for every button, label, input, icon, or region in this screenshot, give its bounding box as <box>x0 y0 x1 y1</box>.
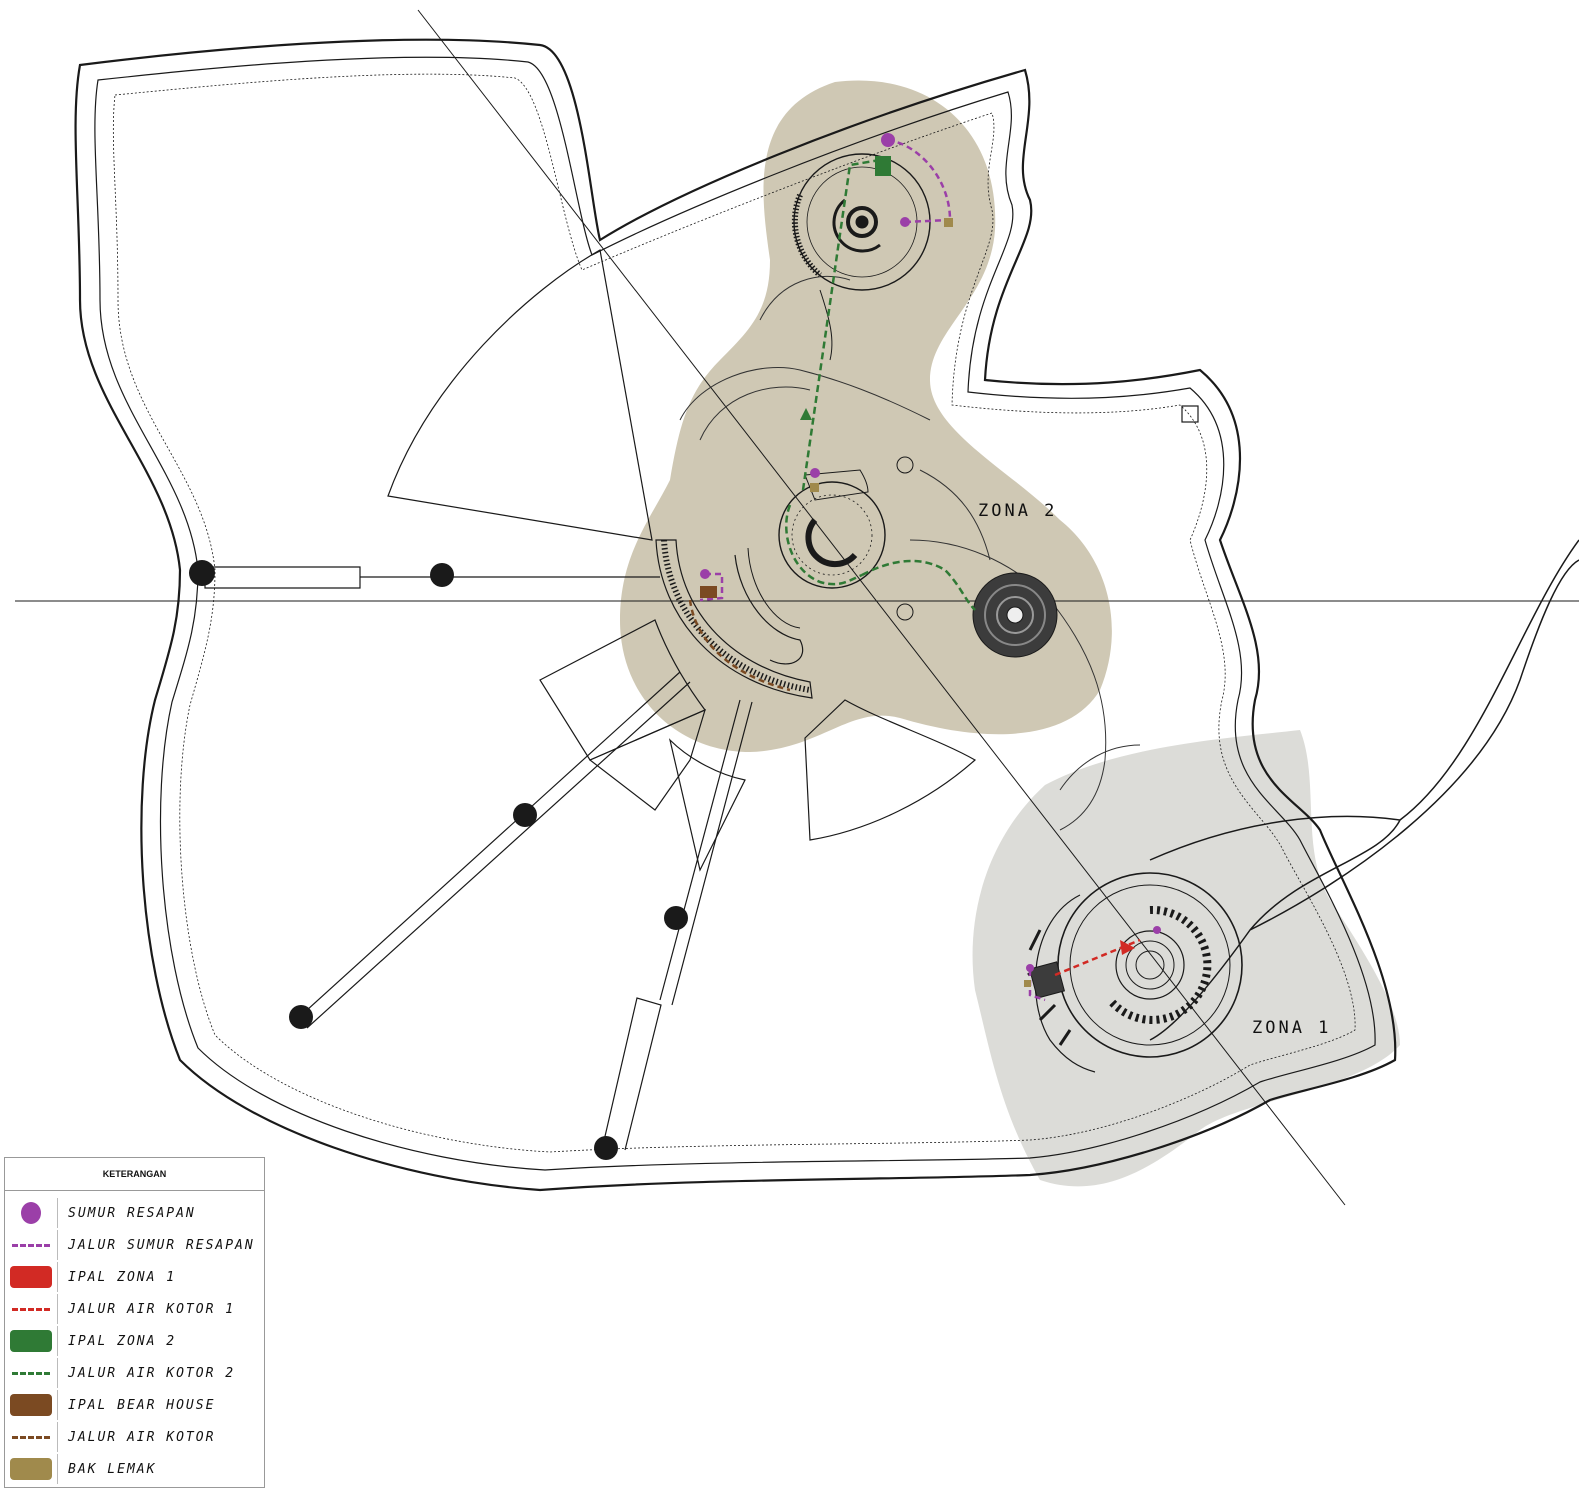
block-swatch <box>10 1330 52 1352</box>
manholes <box>189 560 688 1160</box>
legend-label: JALUR AIR KOTOR 1 <box>68 1301 236 1317</box>
building-zona-2-center <box>778 456 914 621</box>
ipal-zona-1 <box>1120 940 1135 955</box>
block-swatch <box>10 1458 52 1480</box>
legend-symbol <box>5 1390 58 1420</box>
legend-row: JALUR AIR KOTOR 1 <box>5 1294 264 1324</box>
legend-label: BAK LEMAK <box>68 1461 157 1477</box>
legend-label: IPAL ZONA 2 <box>68 1333 177 1349</box>
air-kotor-2-arrow <box>800 408 812 420</box>
legend-label: JALUR AIR KOTOR 2 <box>68 1365 236 1381</box>
zona-1-label: ZONA 1 <box>1252 1018 1331 1038</box>
legend-symbol <box>5 1198 58 1228</box>
dash-swatch <box>12 1307 50 1311</box>
bear-air-kotor-route <box>688 599 791 692</box>
building-zona-1 <box>1027 872 1243 1073</box>
internal-paths <box>679 275 1141 831</box>
small-square-marker <box>1181 405 1199 423</box>
legend-title: KETERANGAN <box>5 1158 264 1191</box>
legend-panel: KETERANGAN SUMUR RESAPAN JALUR SUMUR RESA… <box>4 1157 265 1488</box>
sumur-resapan-routes <box>699 138 1046 1002</box>
legend-symbol <box>5 1230 58 1260</box>
legend-row: JALUR AIR KOTOR <box>5 1422 264 1452</box>
legend-row: JALUR SUMUR RESAPAN <box>5 1230 264 1260</box>
bak-lemak-points <box>810 218 1031 987</box>
legend-symbol <box>5 1294 58 1324</box>
legend-row: IPAL ZONA 1 <box>5 1262 264 1292</box>
block-swatch <box>10 1266 52 1288</box>
legend-label: IPAL ZONA 1 <box>68 1269 177 1285</box>
legend-row: IPAL BEAR HOUSE <box>5 1390 264 1420</box>
dash-swatch <box>12 1371 50 1375</box>
dash-swatch <box>12 1243 50 1247</box>
ipal-zona-2 <box>875 156 891 176</box>
building-zona-2-right <box>972 572 1058 658</box>
legend-label: JALUR AIR KOTOR <box>68 1429 216 1445</box>
air-kotor-2-route <box>785 158 976 611</box>
legend-symbol <box>5 1454 58 1484</box>
site-boundary <box>74 38 1397 1192</box>
legend-row: JALUR AIR KOTOR 2 <box>5 1358 264 1388</box>
legend-label: SUMUR RESAPAN <box>68 1205 196 1221</box>
dot-swatch <box>21 1202 41 1224</box>
legend-row: SUMUR RESAPAN <box>5 1198 264 1228</box>
zona-2-label: ZONA 2 <box>978 501 1057 521</box>
legend-symbol <box>5 1262 58 1292</box>
block-swatch <box>10 1394 52 1416</box>
legend-symbol <box>5 1358 58 1388</box>
entrance-road <box>1149 539 1579 1041</box>
sumur-resapan-points <box>700 133 1161 972</box>
zona-2-area <box>620 80 1112 752</box>
legend-row: BAK LEMAK <box>5 1454 264 1484</box>
legend-row: IPAL ZONA 2 <box>5 1326 264 1356</box>
dash-swatch <box>12 1435 50 1439</box>
ipal-bear-house <box>700 586 717 598</box>
legend-label: JALUR SUMUR RESAPAN <box>68 1237 255 1253</box>
air-kotor-1-route <box>1054 938 1141 977</box>
radial-sectors <box>387 249 977 872</box>
legend-symbol <box>5 1422 58 1452</box>
legend-symbol <box>5 1326 58 1356</box>
bear-house <box>655 539 813 699</box>
legend-label: IPAL BEAR HOUSE <box>68 1397 216 1413</box>
